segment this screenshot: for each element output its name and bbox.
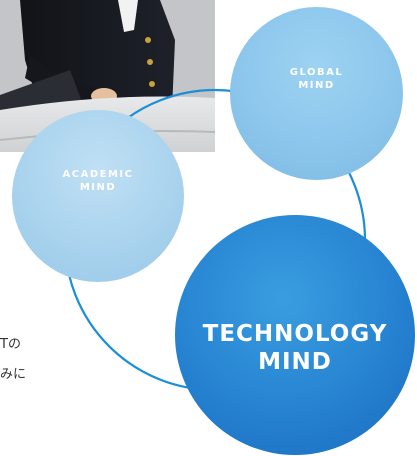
- technology-mind-circle: TECHNOLOGY MIND: [175, 215, 415, 455]
- academic-mind-circle: ACADEMIC MIND: [12, 110, 184, 282]
- body-text-line-2: みに: [0, 367, 27, 382]
- global-mind-circle: GLOBAL MIND: [230, 7, 403, 180]
- body-text-line-1: Tの: [0, 337, 21, 352]
- students-photo: [0, 0, 215, 152]
